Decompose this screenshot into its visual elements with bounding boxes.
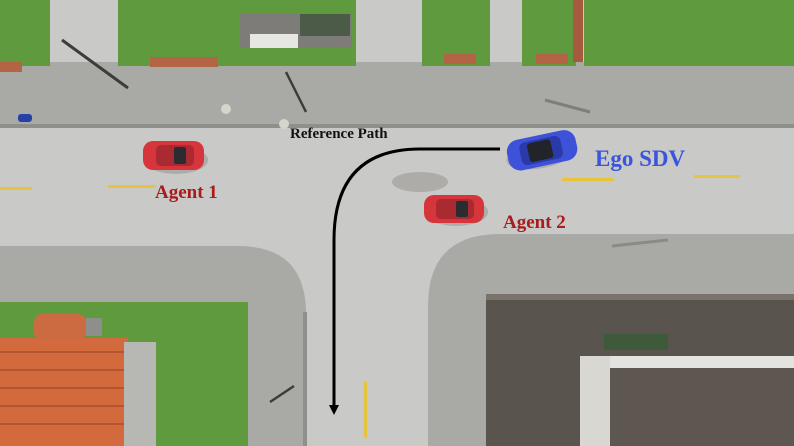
agent-1-label: Agent 1	[155, 182, 218, 203]
ego-sdv-car	[506, 130, 578, 171]
red-roof-house	[0, 338, 128, 446]
road-stain	[392, 172, 448, 192]
shed-roof	[300, 14, 350, 36]
lane-marking	[694, 175, 740, 178]
southwest-curb	[303, 312, 307, 446]
agent-2-car	[424, 195, 488, 226]
pole-shadow	[269, 384, 295, 404]
agent-1-car	[143, 141, 208, 174]
bins	[250, 34, 298, 48]
lane-marking	[562, 178, 614, 181]
bollard	[279, 119, 289, 129]
lane-marking	[108, 185, 156, 188]
planter-box	[0, 62, 22, 72]
agent-2-label: Agent 2	[503, 212, 566, 233]
pole-shadow	[544, 98, 591, 114]
grass-lot	[584, 0, 794, 66]
chimney	[86, 318, 102, 336]
southwest-sidewalk-strip	[248, 316, 306, 446]
north-sidewalk	[0, 62, 794, 126]
planter-box	[444, 54, 476, 64]
roof-edge	[486, 294, 794, 300]
planter-box	[536, 54, 568, 64]
reference-path-arrow	[329, 147, 500, 415]
reference-path-label: Reference Path	[290, 126, 388, 142]
pole-shadow	[611, 238, 669, 248]
ego-sdv-label: Ego SDV	[595, 146, 686, 171]
house-wall	[124, 342, 156, 446]
bollard	[221, 104, 231, 114]
dormer	[34, 314, 86, 340]
lane-marking	[0, 187, 32, 190]
annex-wall	[580, 356, 610, 446]
rooftop-unit	[604, 334, 668, 350]
north-curb	[0, 124, 794, 128]
lane-marking	[364, 382, 367, 438]
fence	[573, 0, 583, 62]
small-object	[18, 114, 32, 122]
planter-box	[150, 57, 218, 67]
annex-parapet	[580, 356, 794, 368]
pole-shadow	[61, 38, 129, 90]
rooftop-annex	[580, 358, 794, 446]
grass-lot	[0, 0, 50, 66]
pole-shadow	[284, 71, 308, 113]
